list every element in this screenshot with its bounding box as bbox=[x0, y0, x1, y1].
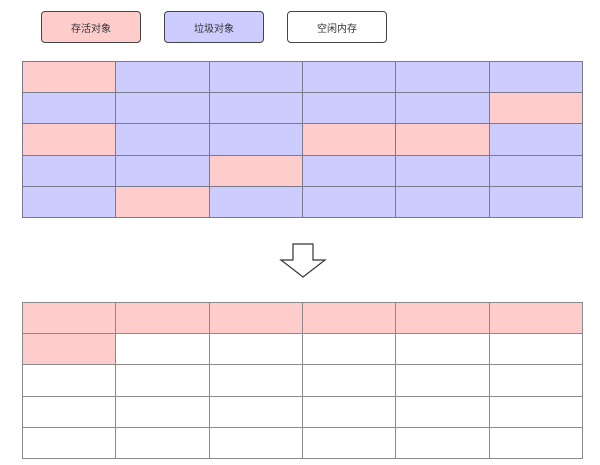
after-cell-free bbox=[209, 427, 303, 459]
legend-garbage-object: 垃圾对象 bbox=[164, 11, 264, 43]
after-cell-free bbox=[209, 396, 303, 428]
before-cell-alive bbox=[116, 186, 210, 218]
before-cell-garbage bbox=[209, 186, 303, 218]
before-cell-garbage bbox=[396, 186, 490, 218]
legend-alive-label: 存活对象 bbox=[71, 23, 111, 35]
before-cell-garbage bbox=[209, 62, 303, 94]
before-cell-garbage bbox=[209, 124, 303, 156]
after-cell-free bbox=[23, 396, 117, 428]
after-cell-free bbox=[303, 427, 397, 459]
before-cell-garbage bbox=[396, 62, 490, 94]
before-cell-garbage bbox=[116, 93, 210, 125]
before-cell-garbage bbox=[303, 93, 397, 125]
after-cell-free bbox=[303, 396, 397, 428]
after-cell-free bbox=[489, 334, 583, 366]
after-cell-free bbox=[209, 365, 303, 397]
after-cell-free bbox=[116, 396, 210, 428]
down-arrow-icon bbox=[279, 243, 327, 278]
after-cell-alive bbox=[396, 303, 490, 335]
legend-alive-object: 存活对象 bbox=[41, 11, 141, 43]
after-cell-free bbox=[303, 365, 397, 397]
after-cell-free bbox=[489, 365, 583, 397]
before-cell-garbage bbox=[209, 93, 303, 125]
before-cell-alive bbox=[209, 155, 303, 187]
after-cell-alive bbox=[489, 303, 583, 335]
before-cell-garbage bbox=[116, 124, 210, 156]
before-cell-alive bbox=[489, 93, 583, 125]
before-cell-garbage bbox=[116, 62, 210, 94]
after-cell-free bbox=[116, 365, 210, 397]
legend-free-label: 空闲内存 bbox=[317, 23, 357, 35]
before-cell-alive bbox=[23, 124, 117, 156]
after-cell-free bbox=[23, 427, 117, 459]
after-cell-alive bbox=[23, 334, 117, 366]
after-cell-free bbox=[209, 334, 303, 366]
before-cell-alive bbox=[396, 124, 490, 156]
after-cell-alive bbox=[209, 303, 303, 335]
before-cell-garbage bbox=[489, 155, 583, 187]
after-cell-free bbox=[396, 396, 490, 428]
before-cell-garbage bbox=[396, 93, 490, 125]
after-cell-free bbox=[23, 365, 117, 397]
after-cell-free bbox=[396, 427, 490, 459]
before-cell-alive bbox=[23, 62, 117, 94]
after-cell-free bbox=[489, 427, 583, 459]
before-cell-garbage bbox=[489, 62, 583, 94]
before-cell-garbage bbox=[303, 62, 397, 94]
after-cell-free bbox=[303, 334, 397, 366]
before-cell-garbage bbox=[23, 155, 117, 187]
after-cell-free bbox=[116, 427, 210, 459]
before-cell-garbage bbox=[116, 155, 210, 187]
after-cell-free bbox=[396, 365, 490, 397]
after-cell-alive bbox=[116, 303, 210, 335]
after-cell-alive bbox=[303, 303, 397, 335]
after-cell-free bbox=[489, 396, 583, 428]
memory-grid-before bbox=[22, 61, 583, 218]
before-cell-alive bbox=[303, 124, 397, 156]
legend-free-memory: 空闲内存 bbox=[287, 11, 387, 43]
before-cell-garbage bbox=[303, 186, 397, 218]
after-cell-free bbox=[396, 334, 490, 366]
before-cell-garbage bbox=[23, 93, 117, 125]
before-cell-garbage bbox=[489, 186, 583, 218]
legend-garbage-label: 垃圾对象 bbox=[194, 23, 234, 35]
before-cell-garbage bbox=[396, 155, 490, 187]
after-cell-free bbox=[116, 334, 210, 366]
before-cell-garbage bbox=[489, 124, 583, 156]
before-cell-garbage bbox=[23, 186, 117, 218]
after-cell-alive bbox=[23, 303, 117, 335]
memory-grid-after bbox=[22, 302, 583, 459]
before-cell-garbage bbox=[303, 155, 397, 187]
